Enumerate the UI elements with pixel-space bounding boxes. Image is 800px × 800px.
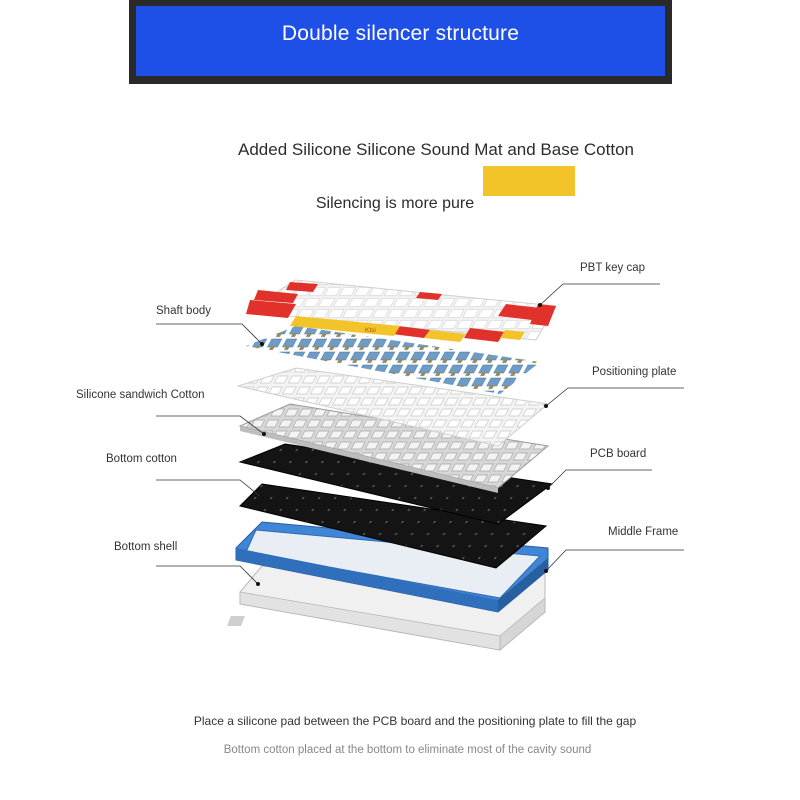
label-silicone-sandwich-cotton: Silicone sandwich Cotton [76,389,205,401]
callout-dots [256,303,550,586]
intro-subline: Silencing is more pure [315,195,475,212]
label-bottom-shell: Bottom shell [114,541,178,553]
label-bottom-cotton: Bottom cotton [106,453,177,465]
label-shaft-body: Shaft body [156,305,211,317]
label-pbt-key-cap: PBT key cap [580,262,645,274]
banner-title: Double silencer structure [281,22,520,45]
label-positioning-plate: Positioning plate [592,366,677,378]
label-middle-frame: Middle Frame [608,526,679,538]
keycap-set: Ktsi [246,279,557,342]
title-banner: Double silencer structure [129,0,672,84]
caption-bottom-cotton: Bottom cotton placed at the bottom to el… [223,744,592,756]
caption-silicone-pad: Place a silicone pad between the PCB boa… [193,714,637,728]
title-banner-fill: Double silencer structure [136,6,665,76]
silicone-sandwich-cotton [236,367,550,447]
yellow-accent-swatch [483,166,575,196]
label-pcb-board: PCB board [590,448,647,460]
intro-headline: Added Silicone Silicone Sound Mat and Ba… [238,140,634,159]
switch-layer [246,326,540,394]
keycap-logo: Ktsi [365,327,376,334]
callout-lines [156,283,684,585]
